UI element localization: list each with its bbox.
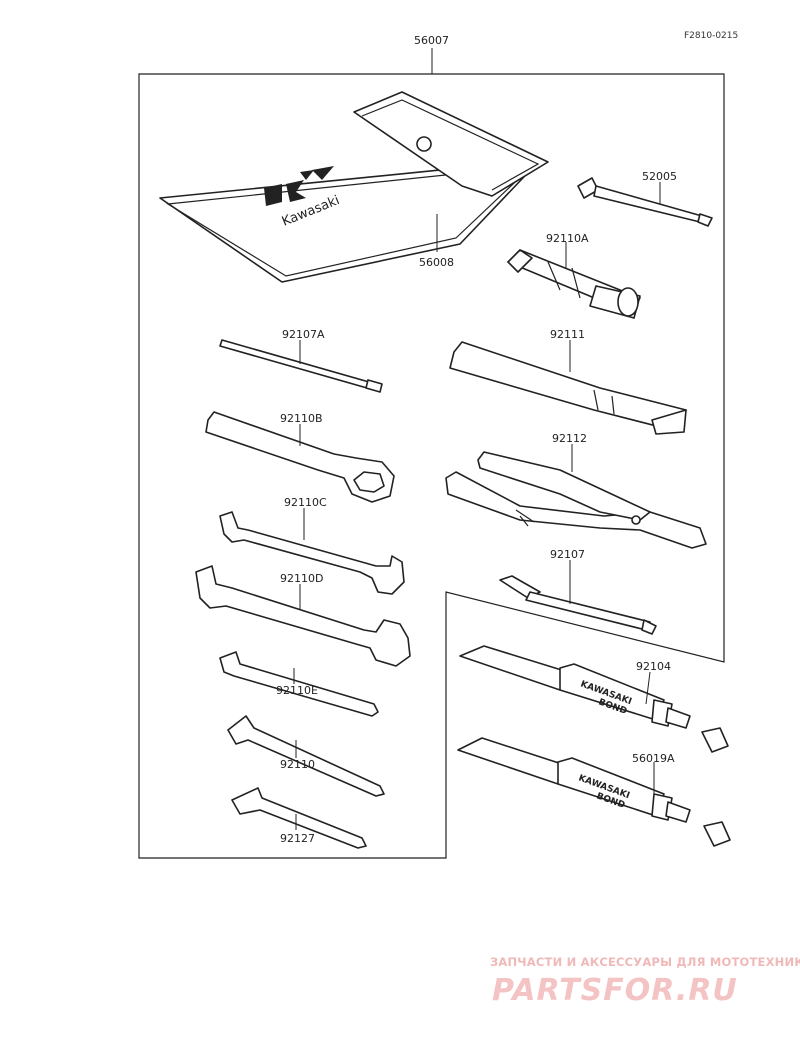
- drawing-code: F2810-0215: [684, 31, 738, 41]
- bond-tube-2: KAWASAKI BOND: [457, 737, 731, 847]
- assembly-frame: [138, 73, 725, 859]
- hex-key: [227, 715, 385, 797]
- tool-pouch: Kawasaki: [159, 91, 549, 283]
- part-label-92110C: 92110C: [284, 496, 327, 509]
- pliers: [445, 451, 707, 549]
- part-label-56008: 56008: [419, 256, 454, 269]
- part-label-92110A: 92110A: [546, 232, 589, 245]
- part-label-92110B: 92110B: [280, 412, 323, 425]
- part-label-92111: 92111: [550, 328, 585, 341]
- part-label-52005: 52005: [642, 170, 677, 183]
- ring-wrench: [205, 411, 395, 503]
- kawasaki-logo: [264, 166, 334, 206]
- handle: [449, 341, 687, 435]
- bond-tube-1: KAWASAKI BOND: [459, 645, 729, 753]
- part-label-92110: 92110: [280, 758, 315, 771]
- part-label-92110E: 92110E: [276, 684, 318, 697]
- part-label-92110D: 92110D: [280, 572, 323, 585]
- leader-92104: [645, 671, 651, 705]
- watermark-subtitle: ЗАПЧАСТИ И АКСЕССУАРЫ ДЛЯ МОТОТЕХНИКИ: [490, 955, 800, 969]
- open-wrench-d: [195, 565, 411, 667]
- part-label-56019A: 56019A: [632, 752, 675, 765]
- part-label-92127: 92127: [280, 832, 315, 845]
- hex-key-small: [231, 787, 367, 849]
- socket-wrench: [507, 249, 641, 319]
- part-label-92104: 92104: [636, 660, 671, 673]
- open-wrench-c: [219, 511, 405, 595]
- part-label-92107: 92107: [550, 548, 585, 561]
- hex-key-e: [219, 651, 379, 717]
- assembly-part-number: 56007: [414, 34, 449, 47]
- part-label-92107A: 92107A: [282, 328, 325, 341]
- watermark-brand: PARTSFOR.RU: [492, 973, 738, 1008]
- screwdriver-shaft: [219, 339, 383, 393]
- screwdriver: [499, 575, 657, 635]
- part-label-92112: 92112: [552, 432, 587, 445]
- screwdriver-bit: [577, 177, 713, 227]
